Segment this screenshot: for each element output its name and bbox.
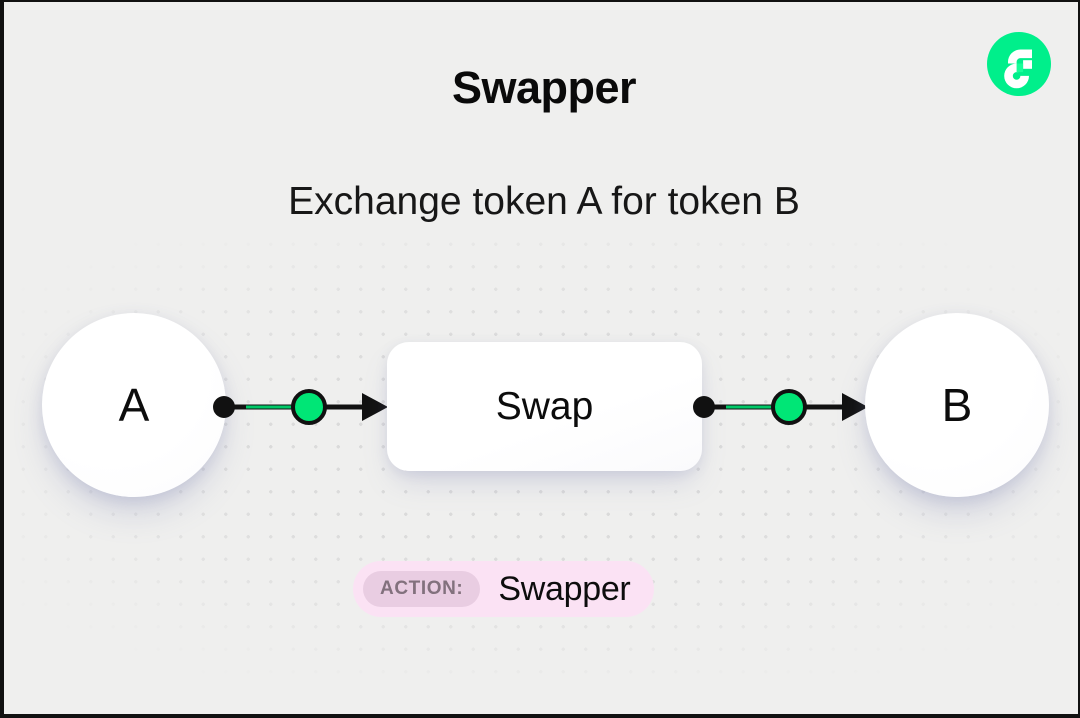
edge-start-dot [693,396,715,418]
swap-node-label: Swap [495,384,594,428]
edge-green-marker [291,389,327,425]
edge-start-dot [213,396,235,418]
edge-green-marker [771,389,807,425]
edge-arrowhead-icon [842,393,868,421]
action-badge-value: Swapper [498,569,631,608]
diagram-edge-a-to-swap [210,385,390,429]
node-a-label: A [118,379,150,431]
node-b-label: B [941,379,973,431]
diagram-node-swap[interactable]: Swap [387,342,702,471]
diagram-node-token-a[interactable]: A [42,313,226,497]
page-title: Swapper [451,62,637,113]
diagram-edge-swap-to-b [690,385,870,429]
edge-arrowhead-icon [362,393,388,421]
page-subtitle: Exchange token A for token B [288,180,800,223]
action-badge: ACTION: Swapper [353,561,655,617]
action-badge-key: ACTION: [363,571,481,607]
diagram-node-token-b[interactable]: B [865,313,1049,497]
flow-logo-icon [987,32,1051,96]
swap-flow-diagram: A Swap B [4,2,1078,714]
